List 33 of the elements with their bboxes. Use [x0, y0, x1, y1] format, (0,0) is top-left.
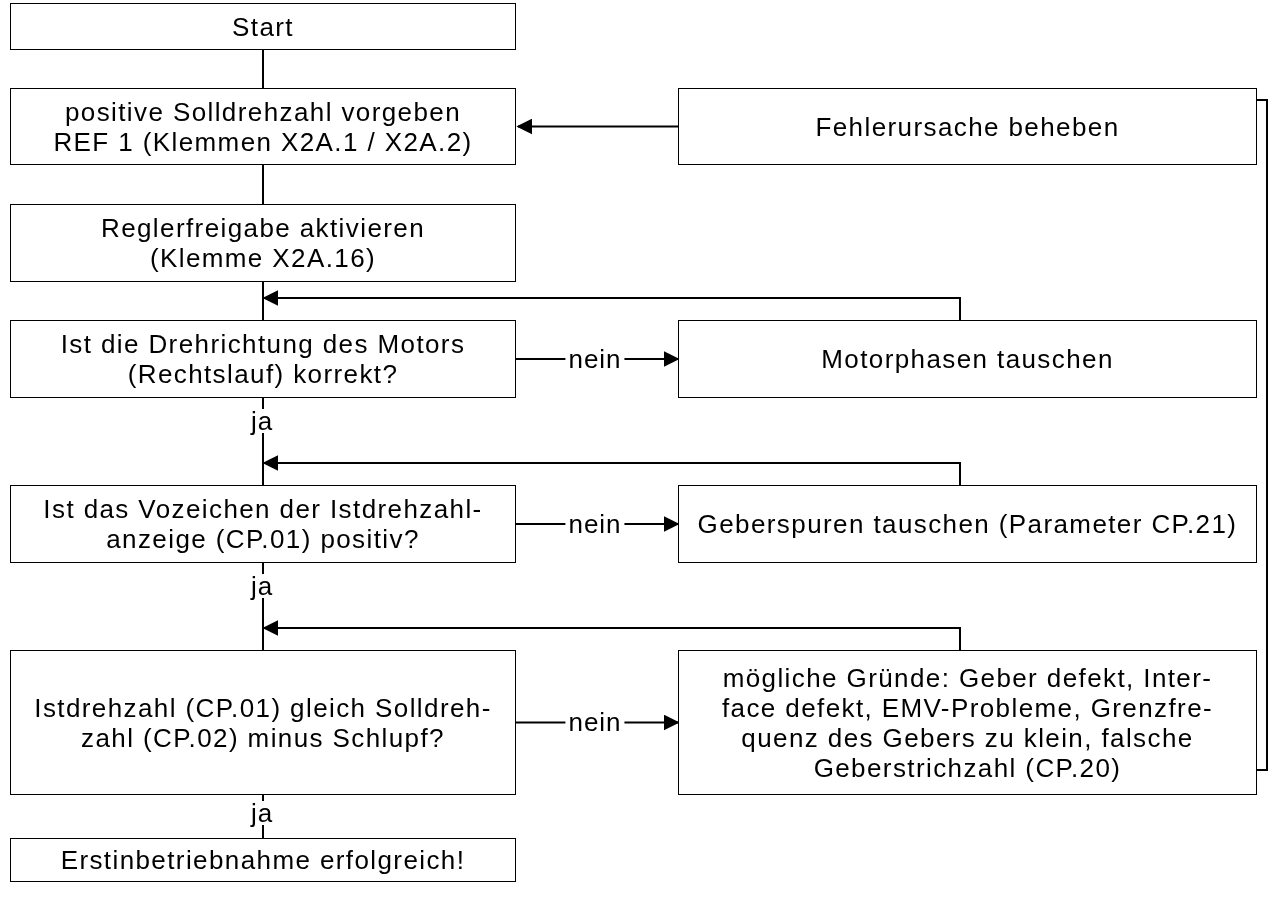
box-text: Motorphasen tauschen	[821, 344, 1114, 374]
edge-label: nein	[565, 512, 625, 536]
box-text: positive Solldrehzahl vorgeben REF 1 (Klemmen X2A.1 / X2A.2)	[52, 96, 474, 157]
box-text: Istdrehzahl (CP.01) gleich Solldreh- zahl (CP.02) minus Schlupf?	[33, 692, 493, 753]
process-box	[10, 650, 516, 795]
process-box	[10, 3, 516, 50]
process-box	[678, 88, 1257, 165]
process-box	[678, 485, 1257, 563]
arrow	[262, 290, 961, 321]
process-box	[678, 650, 1257, 795]
connector-line	[262, 49, 264, 89]
box-text: Reglerfreigabe aktivieren (Klemme X2A.16)	[99, 213, 426, 273]
process-box	[10, 88, 516, 165]
arrow	[262, 455, 961, 486]
box-text: Erstinbetriebnahme erfolgreich!	[60, 845, 466, 875]
box-text: Fehlerursache beheben	[815, 111, 1120, 142]
box-text: Start	[232, 11, 294, 42]
box-text: mögliche Gründe: Geber defekt, Inter- face defekt, EMV-Probleme, Grenzfre- quenz des Gebers zu klein, falsche Geberstrichzahl (CP.20)	[720, 662, 1215, 783]
process-box	[10, 838, 516, 882]
box-text: Ist die Drehrichtung des Motors (Rechtslauf) korrekt?	[59, 329, 467, 389]
process-box	[10, 204, 516, 282]
box-text: Ist das Vozeichen der Istdrehzahl- anzeige (CP.01) positiv?	[42, 494, 484, 554]
box-text: Geberspuren tauschen (Parameter CP.21)	[697, 509, 1238, 539]
process-box	[10, 485, 516, 563]
process-box	[10, 320, 516, 398]
edge-label: nein	[565, 710, 625, 734]
edge-label: nein	[565, 347, 625, 371]
connector-line	[262, 281, 264, 321]
arrow	[516, 118, 679, 135]
connector-line	[1256, 99, 1268, 771]
connector-line	[262, 164, 264, 205]
arrow	[262, 620, 961, 651]
process-box	[678, 320, 1257, 398]
